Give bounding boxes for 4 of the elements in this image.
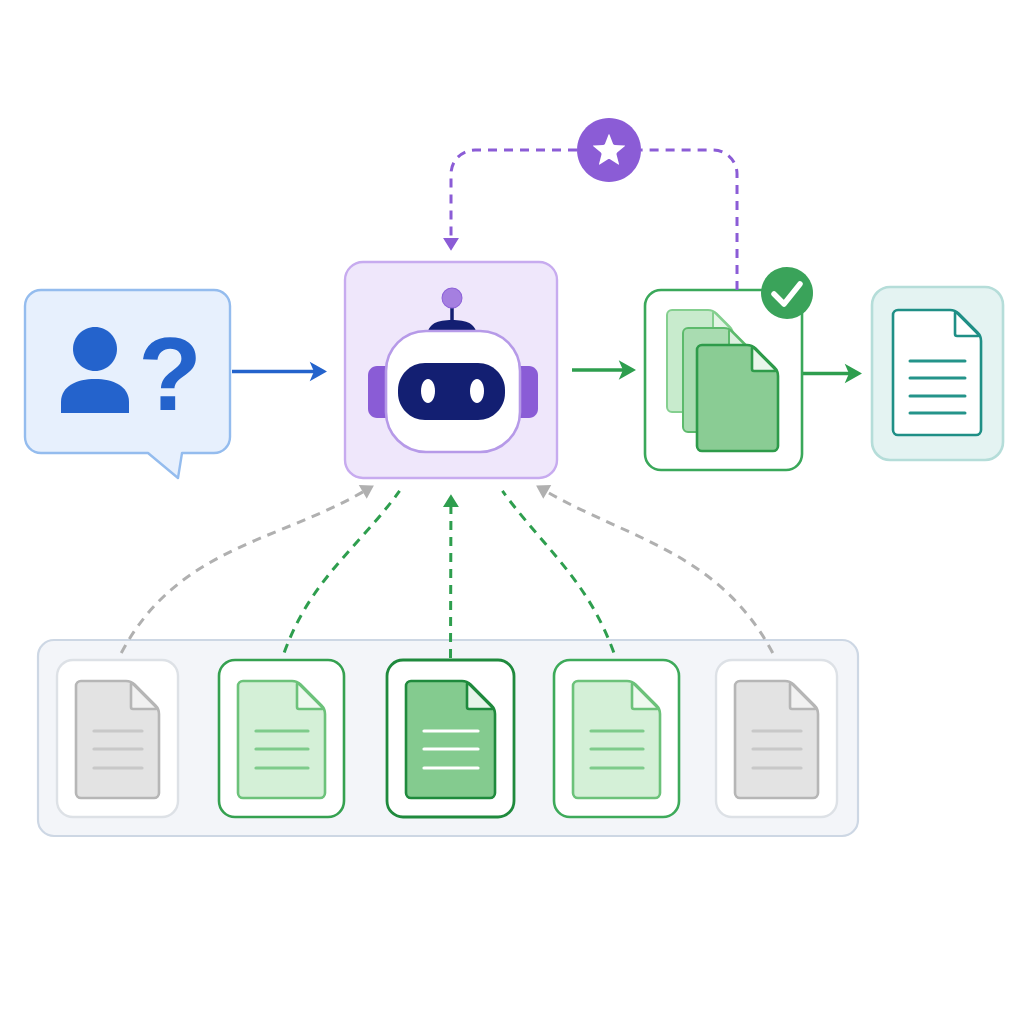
dashed-line: [282, 490, 401, 654]
question-mark: ?: [143, 337, 196, 410]
dashed-line: [641, 148, 739, 290]
dashed-line: [501, 490, 616, 654]
